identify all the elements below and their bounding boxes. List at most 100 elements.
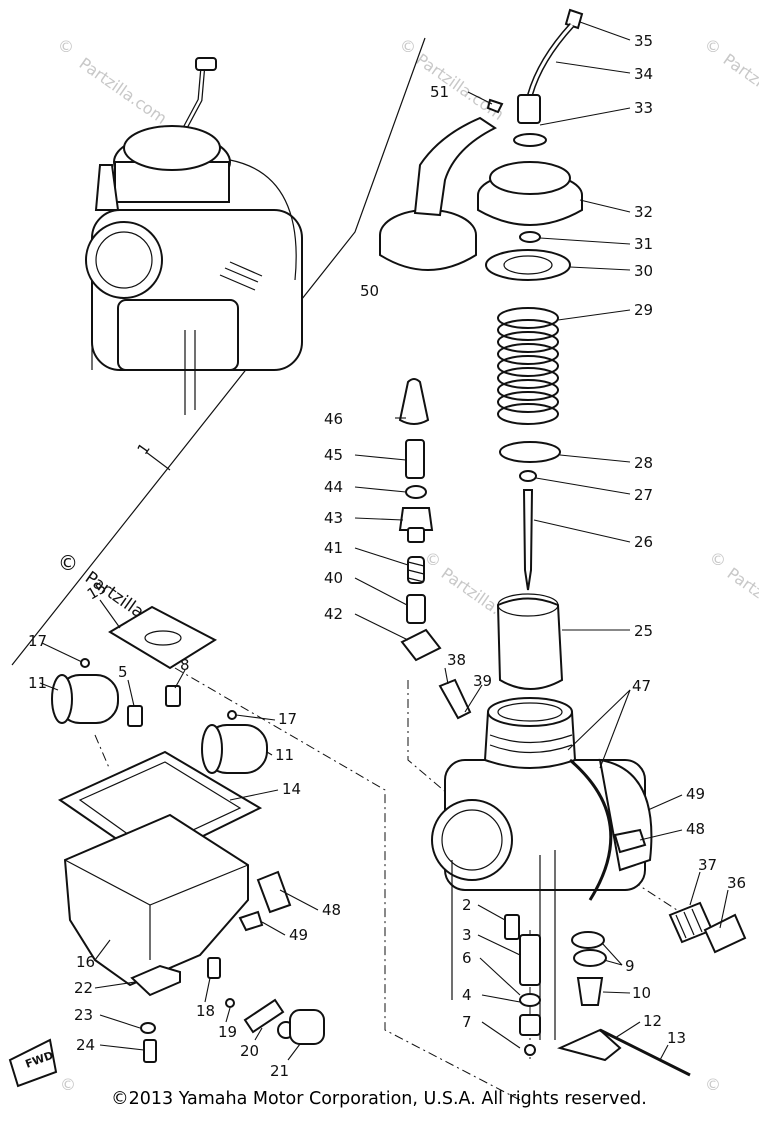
gasket-9b: [573, 949, 607, 967]
label-24: 24: [76, 1036, 95, 1054]
pin-17: [227, 710, 237, 720]
top-stack: [477, 8, 584, 690]
fitting-33: [517, 94, 541, 124]
jet-5: [127, 705, 143, 727]
ring-7: [524, 1044, 536, 1056]
label-41: 41: [324, 539, 343, 557]
air-funnel-group: [379, 98, 504, 271]
label-31: 31: [634, 235, 653, 253]
screw-38: [438, 678, 472, 720]
ring-19: [225, 998, 235, 1008]
label-39: 39: [473, 672, 492, 690]
label-3: 3: [462, 926, 472, 944]
label-29: 29: [634, 301, 653, 319]
jet-4: [519, 1014, 541, 1036]
watermark-copyright: ©: [58, 551, 78, 575]
label-28: 28: [634, 454, 653, 472]
centerline: [407, 680, 456, 801]
fwd-arrow-icon: [8, 1038, 58, 1088]
label-51: 51: [430, 83, 449, 101]
cap-46: [398, 378, 430, 425]
seal-30: [485, 249, 571, 281]
part-labels: 35 34 33 32 31 30 29 28 27 26 25 51 50 4…: [28, 32, 746, 1080]
label-20: 20: [240, 1042, 259, 1060]
label-42: 42: [324, 605, 343, 623]
watermark: Partzilla.com: [76, 54, 171, 128]
label-18: 18: [196, 1002, 215, 1020]
cap-21: [289, 1009, 325, 1045]
label-25: 25: [634, 622, 653, 640]
spring-37: [668, 901, 714, 944]
plate-28: [499, 441, 561, 463]
label-32: 32: [634, 203, 653, 221]
screw-20: [243, 998, 285, 1034]
label-23: 23: [74, 1006, 93, 1024]
label-26: 26: [634, 533, 653, 551]
nut-43: [398, 507, 434, 531]
label-17: 17: [28, 632, 47, 650]
valve-seat-10: [576, 977, 604, 1006]
spring-29: [497, 307, 559, 425]
label-4: 4: [462, 986, 472, 1004]
centerline: [94, 734, 111, 771]
label-48: 48: [686, 820, 705, 838]
label-36: 36: [727, 874, 746, 892]
clip-49: [238, 910, 264, 932]
screw-24: [143, 1039, 157, 1063]
jet-8: [165, 685, 181, 707]
watermark-copyright: ©: [705, 37, 721, 56]
watermark-copyright: ©: [705, 1075, 721, 1094]
label-8: 8: [180, 656, 190, 674]
label-34: 34: [634, 65, 653, 83]
carburetor-body: [431, 697, 747, 1077]
label-9: 9: [625, 957, 635, 975]
screw-36: [703, 913, 747, 954]
float-bowl-16: [63, 813, 249, 987]
needle-jet-3: [519, 934, 541, 986]
label-45: 45: [324, 446, 343, 464]
leader-lines: [39, 21, 729, 1061]
label-46: 46: [324, 410, 343, 428]
gasket-15: [108, 605, 218, 670]
starter-stack: [398, 378, 472, 720]
label-7: 7: [462, 1013, 472, 1031]
label-27: 27: [634, 486, 653, 504]
spring-18: [207, 957, 221, 979]
watermark-copyright: ©: [425, 550, 441, 569]
plate-22: [130, 964, 181, 997]
label-48-left: 48: [322, 901, 341, 919]
label-19: 19: [218, 1023, 237, 1041]
nut-44: [405, 485, 427, 499]
float-bowl-group: FWD: [8, 605, 325, 1088]
label-5: 5: [118, 663, 128, 681]
tube-48: [256, 870, 292, 914]
watermark: Partzilla.com: [720, 50, 759, 124]
label-37: 37: [698, 856, 717, 874]
label-22: 22: [74, 979, 93, 997]
gasket-9a: [571, 931, 605, 949]
plunger-45: [405, 439, 425, 479]
washer-33: [513, 133, 547, 147]
label-30: 30: [634, 262, 653, 280]
label-50: 50: [360, 282, 379, 300]
watermark: Partzilla.com: [724, 564, 759, 638]
label-12: 12: [643, 1012, 662, 1030]
label-44: 44: [324, 478, 343, 496]
label-40: 40: [324, 569, 343, 587]
label-49-left: 49: [289, 926, 308, 944]
label-49: 49: [686, 785, 705, 803]
watermark: Partzilla.com: [413, 50, 508, 124]
watermark-copyright: ©: [400, 37, 416, 56]
label-17-right: 17: [278, 710, 297, 728]
label-13: 13: [667, 1029, 686, 1047]
copyright-notice: ©2013 Yamaha Motor Corporation, U.S.A. A…: [111, 1089, 647, 1109]
plate-12: [557, 1028, 622, 1062]
label-2: 2: [462, 896, 472, 914]
needle-26: [522, 489, 534, 591]
centerline: [174, 667, 521, 1101]
label-38: 38: [447, 651, 466, 669]
washer-23: [140, 1022, 156, 1034]
watermark-copyright: ©: [710, 550, 726, 569]
label-43: 43: [324, 509, 343, 527]
